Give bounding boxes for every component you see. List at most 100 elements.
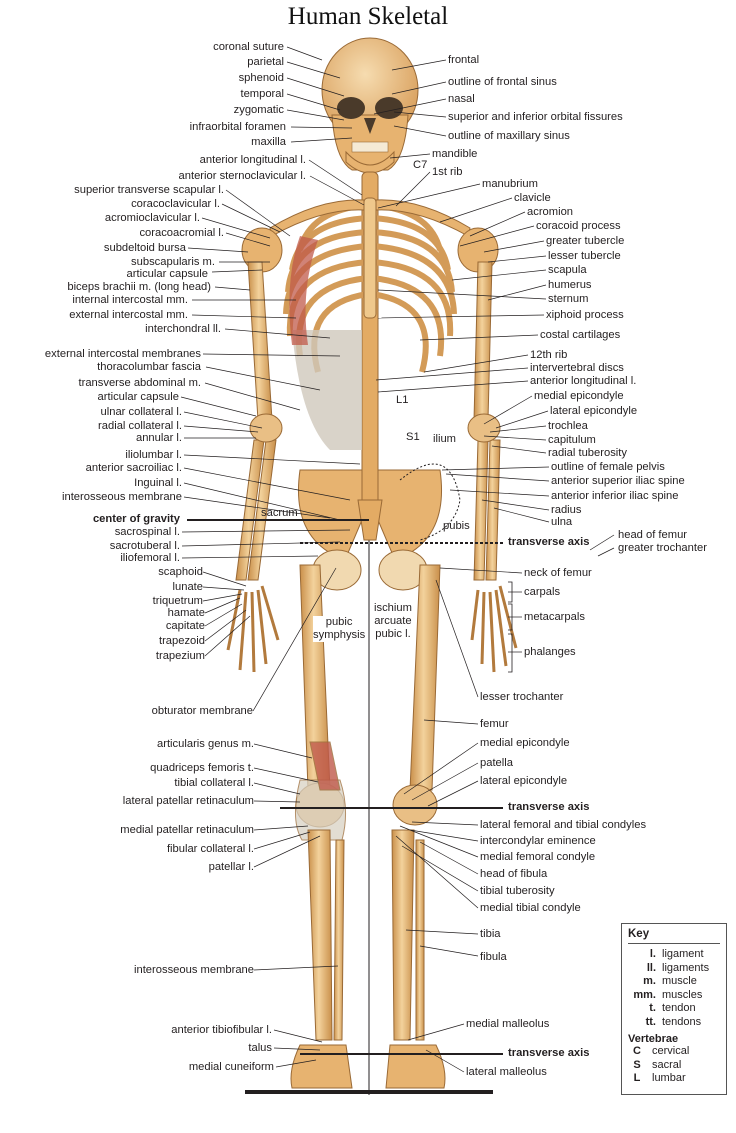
label-greater-trochanter: greater trochanter (618, 542, 707, 554)
knees (295, 741, 438, 841)
label-articular-capsule-elbow: articular capsule (97, 391, 179, 403)
key-abbr: tt. (645, 1015, 656, 1028)
label-ulna: ulna (551, 516, 573, 528)
label-radius: radius (551, 504, 582, 516)
label-orbital-fissures: superior and inferior orbital fissures (448, 111, 623, 123)
label-annular: annular l. (135, 432, 182, 444)
label-trapezium: trapezium (155, 650, 205, 662)
shoulders (241, 199, 499, 273)
label-medial-malleolus: medial malleolus (466, 1018, 550, 1030)
label-ulnar-collateral: ulnar collateral l. (100, 406, 182, 418)
key-meaning: cervical (652, 1045, 690, 1057)
label-lateral-epicondyle-humerus: lateral epicondyle (550, 405, 638, 417)
label-pubis: pubis (443, 520, 470, 532)
femurs (299, 564, 441, 791)
label-medial-tibial-condyle: medial tibial condyle (480, 902, 581, 914)
label-head-of-femur: head of femur (618, 529, 688, 541)
sternum (363, 197, 377, 319)
label-outline-frontal-sinus: outline of frontal sinus (448, 76, 557, 88)
arms (235, 261, 501, 581)
label-s1: S1 (406, 431, 420, 443)
key-row: tt. tendons (628, 1016, 720, 1030)
label-neck-of-femur: neck of femur (524, 567, 592, 579)
label-coracoacromial: coracoacromial l. (139, 227, 224, 239)
label-internal-intercostal: internal intercostal mm. (72, 294, 188, 306)
label-humerus: humerus (548, 279, 592, 291)
label-lateral-femoral-tibial-condyles: lateral femoral and tibial condyles (480, 819, 647, 831)
key-meaning: tendons (662, 1015, 702, 1028)
label-anterior-inferior-iliac-spine: anterior inferior iliac spine (551, 490, 679, 502)
thoracolumbar-membrane (292, 330, 362, 450)
label-iliofemoral: iliofemoral l. (120, 552, 180, 564)
label-medial-epicondyle-humerus: medial epicondyle (534, 390, 624, 402)
label-lateral-epicondyle-femur: lateral epicondyle (480, 775, 568, 787)
label-phalanges: phalanges (524, 646, 576, 658)
label-frontal: frontal (448, 54, 480, 66)
label-intercondylar-eminence: intercondylar eminence (480, 835, 596, 847)
label-coracoclavicular: coracoclavicular l. (131, 198, 220, 210)
leader-lines-right (373, 59, 615, 1073)
label-acromion: acromion (527, 206, 574, 218)
elbows (249, 413, 501, 443)
label-tibial-tuberosity: tibial tuberosity (480, 885, 555, 897)
label-maxilla: maxilla (251, 136, 286, 148)
label-xiphoid-process: xiphoid process (546, 309, 624, 321)
label-radial-tuberosity: radial tuberosity (548, 447, 627, 459)
label-biceps-brachii: biceps brachii m. (long head) (67, 281, 211, 293)
label-outline-maxillary-sinus: outline of maxillary sinus (448, 130, 570, 142)
label-transverse-axis-knee: transverse axis (508, 801, 590, 813)
label-intervertebral-discs: intervertebral discs (530, 362, 624, 374)
key-meaning: muscles (662, 988, 703, 1001)
key-meaning: tendon (662, 1002, 696, 1014)
label-fibular-collateral: fibular collateral l. (166, 843, 254, 855)
key-row: t. tendon (628, 1002, 720, 1016)
label-lateral-malleolus: lateral malleolus (466, 1066, 547, 1078)
key-meaning: lumbar (652, 1072, 686, 1084)
label-interchondral: interchondral ll. (145, 323, 221, 335)
label-subdeltoid-bursa: subdeltoid bursa (103, 242, 186, 254)
label-anterior-sacroiliac: anterior sacroiliac l. (85, 462, 182, 474)
key-abbr: L (633, 1072, 641, 1084)
label-trapezoid: trapezoid (158, 635, 205, 647)
key-abbr: t. (649, 1002, 656, 1014)
key-row: ll.ligaments (628, 962, 720, 976)
label-medial-epicondyle-femur: medial epicondyle (480, 737, 570, 749)
label-scapula: scapula (548, 264, 587, 276)
label-transverse-abdominal: transverse abdominal m. (78, 377, 202, 389)
label-superior-transverse-scapular: superior transverse scapular l. (74, 184, 224, 196)
label-fibula: fibula (480, 951, 507, 963)
label-external-intercostal: external intercostal mm. (69, 309, 188, 321)
label-mandible: mandible (432, 148, 478, 160)
label-trochlea: trochlea (548, 420, 588, 432)
label-ischium-arcuate-pubic: ischium arcuate pubic l. (374, 602, 412, 641)
label-transverse-axis-hip: transverse axis (508, 536, 590, 548)
label-nasal: nasal (448, 93, 475, 105)
label-lesser-trochanter: lesser trochanter (480, 691, 564, 703)
label-lesser-tubercle: lesser tubercle (548, 250, 621, 262)
label-ilium: ilium (433, 433, 456, 445)
label-capitate: capitate (165, 620, 205, 632)
label-sphenoid: sphenoid (238, 72, 284, 84)
label-talus: talus (248, 1042, 272, 1054)
label-anterior-superior-iliac-spine: anterior superior iliac spine (551, 475, 685, 487)
label-greater-tubercle: greater tubercle (546, 235, 625, 247)
label-iliolumbar: iliolumbar l. (125, 449, 182, 461)
label-tibia: tibia (480, 928, 501, 940)
label-interosseous-membrane-leg: interosseous membrane (133, 964, 254, 976)
legend-key: Key l.ligament ll.ligaments m.muscle mm.… (621, 923, 727, 1095)
label-lateral-patellar-retinaculum: lateral patellar retinaculum (122, 795, 254, 807)
key-title: Key (628, 928, 720, 944)
key-row: m.muscle (628, 975, 720, 989)
hand-brackets (508, 581, 513, 673)
label-anterior-sternoclavicular: anterior sternoclavicular l. (178, 170, 306, 182)
key-row: l.ligament (628, 948, 720, 962)
label-triquetrum: triquetrum (152, 595, 203, 607)
label-patella: patella (480, 757, 513, 769)
key-abbr: C (633, 1045, 641, 1057)
label-capitulum: capitulum (548, 434, 596, 446)
skull (321, 37, 419, 174)
label-metacarpals: metacarpals (524, 611, 585, 623)
